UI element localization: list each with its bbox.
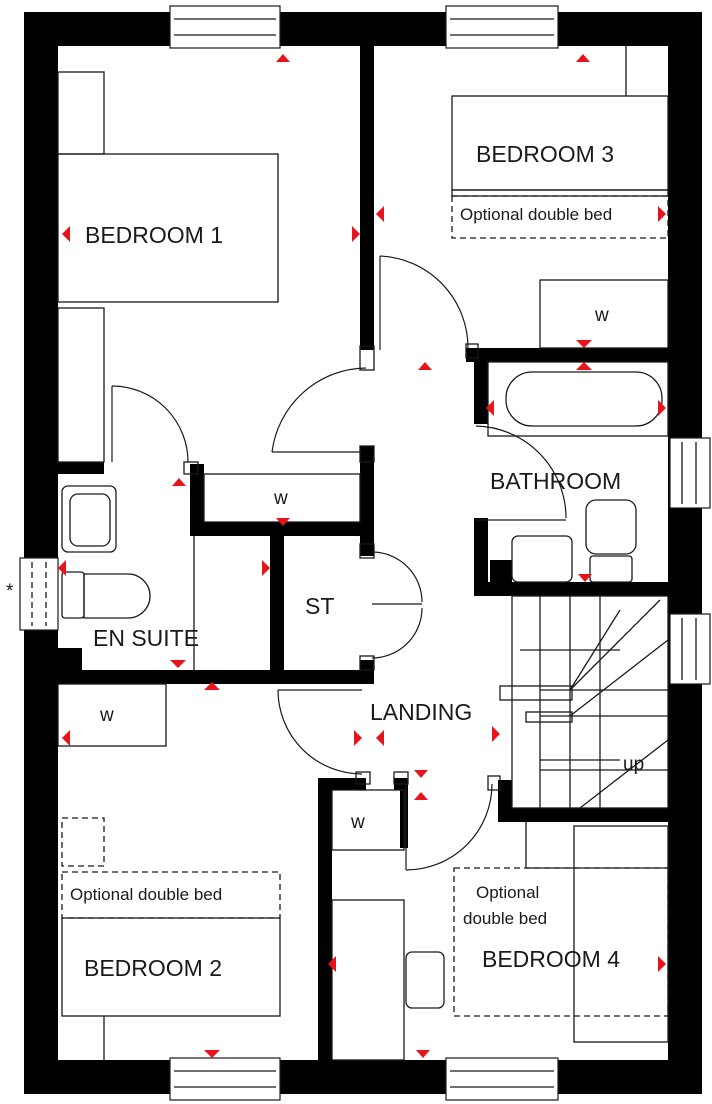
window-bathroom — [669, 437, 711, 509]
asterisk-note-marker: * — [6, 581, 14, 602]
wardrobe-label-bedroom-4: w — [350, 812, 365, 833]
room-label-landing: LANDING — [370, 699, 472, 725]
optional-bed-label-bedroom-3: Optional double bed — [460, 205, 612, 224]
room-label-en-suite: EN SUITE — [93, 625, 199, 651]
service-markers — [58, 54, 666, 1058]
optional-bed-label-bedroom-4-line1: Optional — [476, 883, 539, 902]
optional-bed-label-bedroom-4-line2: double bed — [463, 909, 547, 928]
room-label-bedroom-1: BEDROOM 1 — [85, 222, 223, 248]
window-stairs — [669, 613, 711, 685]
wardrobe-label-bedroom-3: w — [594, 305, 609, 326]
wardrobe-label-landing: w — [273, 488, 288, 509]
door-jambs — [183, 343, 501, 791]
optional-bed-label-bedroom-2: Optional double bed — [70, 885, 222, 904]
room-label-bedroom-2: BEDROOM 2 — [84, 955, 222, 981]
window-bedroom-3 — [445, 5, 559, 49]
outer-walls — [24, 12, 702, 1094]
furniture — [57, 46, 669, 1061]
stairs-up-label: up — [623, 754, 644, 775]
room-label-bedroom-3: BEDROOM 3 — [476, 141, 614, 167]
window-bedroom-4 — [445, 1057, 559, 1101]
window-bedroom-2 — [169, 1057, 281, 1101]
internal-walls — [58, 44, 668, 1062]
wardrobe-label-bedroom-2: w — [99, 705, 114, 726]
room-label-store: ST — [305, 593, 334, 619]
window-en-suite — [19, 557, 59, 631]
window-bedroom-1 — [169, 5, 281, 49]
doors — [111, 255, 567, 871]
room-label-bathroom: BATHROOM — [490, 468, 621, 494]
room-label-bedroom-4: BEDROOM 4 — [482, 946, 620, 972]
